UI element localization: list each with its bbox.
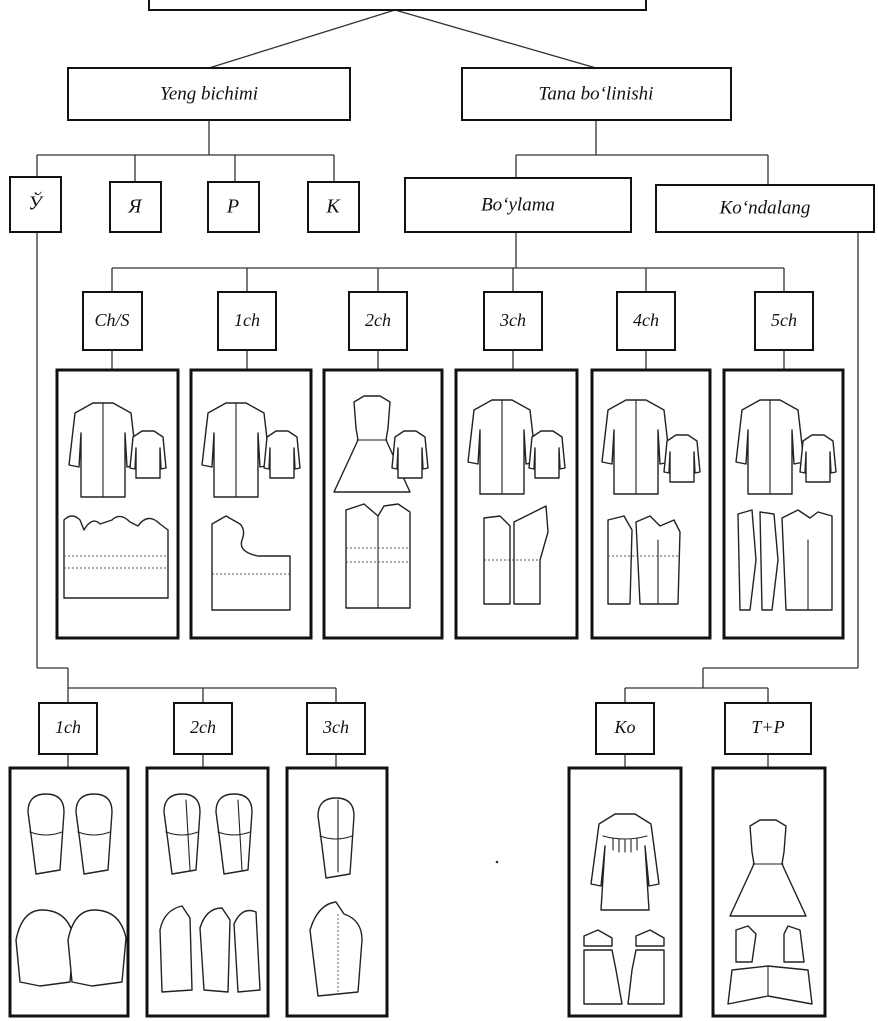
- transverse-ko-box: Ko: [596, 703, 654, 754]
- sleeve-type-u-node: Ў: [10, 177, 61, 232]
- seam-box-2ch: 2ch: [349, 292, 407, 350]
- sleeve-seam-box-2ch: 2ch: [174, 703, 232, 754]
- transverse-ko-label: Ko: [613, 717, 635, 737]
- coat-small-illustration: [800, 435, 836, 482]
- seam-panel-4ch: [592, 370, 710, 638]
- sleeve-panel-2ch: [147, 768, 268, 1016]
- seam-panel-3ch: [456, 370, 577, 638]
- seam-panel-2ch: [324, 370, 442, 638]
- transverse-tp-box: T+P: [725, 703, 811, 754]
- seam-panel-chs: [57, 370, 178, 638]
- seam-box-1ch: 1ch: [218, 292, 276, 350]
- root-box: [149, 0, 646, 10]
- sleeve-panel-3ch: [287, 768, 387, 1016]
- seam-box-4ch: 4ch: [617, 292, 675, 350]
- seam-label-5ch: 5ch: [771, 310, 797, 330]
- longitudinal-label: Bo‘ylama: [481, 194, 555, 215]
- sleeve-seam-label-2ch: 2ch: [190, 717, 216, 737]
- seam-panel-1ch: [191, 370, 311, 638]
- transverse-panel-ko: [569, 768, 681, 1016]
- sleeve-pattern-illustration: [16, 910, 74, 986]
- sleeve-cut-label: Yeng bichimi: [160, 83, 258, 104]
- sleeve-type-k-label: K: [325, 196, 341, 218]
- pattern-illustration: [608, 516, 632, 604]
- sleeve-pattern-illustration: [68, 910, 126, 986]
- seam-label-2ch: 2ch: [365, 310, 391, 330]
- jacket-small-illustration: [664, 435, 700, 482]
- transverse-label: Ko‘ndalang: [719, 197, 811, 218]
- sleeve-type-r-node: P: [208, 182, 259, 232]
- scan-speck: [496, 861, 499, 864]
- dress-small-illustration: [392, 431, 428, 478]
- sleeve-cut-node: Yeng bichimi: [68, 68, 350, 120]
- sleeve-type-ya-node: Я: [110, 182, 161, 232]
- seam-box-chs: Ch/S: [83, 292, 142, 350]
- seam-label-3ch: 3ch: [499, 310, 526, 330]
- body-division-label: Tana bo‘linishi: [539, 83, 654, 104]
- sleeve-type-k-node: K: [308, 182, 359, 232]
- sleeve-seam-box-1ch: 1ch: [39, 703, 97, 754]
- seam-panel-5ch: [724, 370, 843, 638]
- coat-small-illustration: [130, 431, 166, 478]
- seam-box-3ch: 3ch: [484, 292, 542, 350]
- coat-small-illustration: [529, 431, 565, 478]
- seam-label-4ch: 4ch: [633, 310, 659, 330]
- seam-box-5ch: 5ch: [755, 292, 813, 350]
- pattern-illustration: [64, 516, 168, 598]
- pattern-illustration: [736, 926, 756, 962]
- sleeve-seam-box-3ch: 3ch: [307, 703, 365, 754]
- body-division-node: Tana bo‘linishi: [462, 68, 731, 120]
- sleeve-panel-1ch: [10, 768, 128, 1016]
- transverse-node: Ko‘ndalang: [656, 185, 874, 232]
- sleeve-type-r-label: P: [226, 196, 239, 218]
- transverse-tp-label: T+P: [751, 717, 784, 737]
- sleeve-pattern-illustration: [160, 906, 192, 992]
- longitudinal-node: Bo‘ylama: [405, 178, 631, 232]
- transverse-panel-tp: [713, 768, 825, 1016]
- sleeve-type-ya-label: Я: [127, 196, 143, 218]
- seam-label-chs: Ch/S: [94, 310, 129, 330]
- shirt-small-illustration: [264, 431, 300, 478]
- sleeve-seam-label-1ch: 1ch: [55, 717, 81, 737]
- seam-label-1ch: 1ch: [234, 310, 260, 330]
- yoke-dress-illustration: [591, 814, 659, 910]
- sleeve-seam-label-3ch: 3ch: [322, 717, 349, 737]
